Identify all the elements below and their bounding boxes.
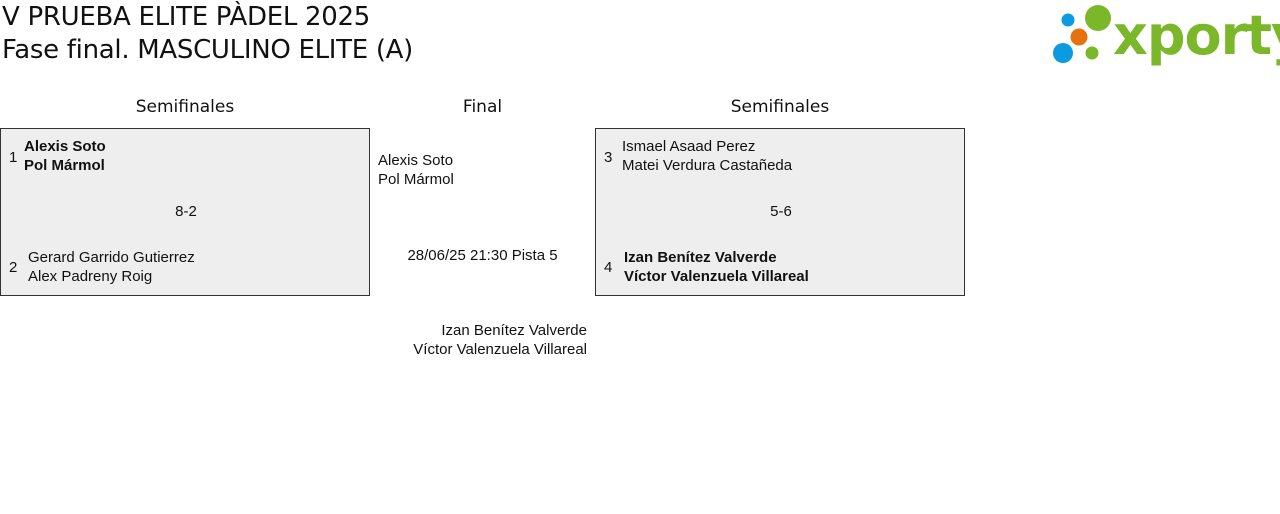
final-team-2-player: Izan Benítez Valverde — [441, 322, 587, 339]
player-name: Alexis Soto — [24, 138, 106, 155]
player-name: Ismael Asaad Perez — [622, 138, 756, 155]
page-title: V PRUEBA ELITE PÀDEL 2025 — [2, 2, 370, 32]
round-header-final: Final — [462, 97, 503, 117]
player-name: Pol Mármol — [24, 157, 105, 174]
page-subtitle: Fase final. MASCULINO ELITE (A) — [2, 35, 414, 65]
dots-logo-icon — [1053, 5, 1111, 63]
final-team-2-player: Víctor Valenzuela Villareal — [413, 341, 587, 358]
brand-wordmark: xporty — [1113, 4, 1280, 67]
seed-number: 2 — [9, 259, 18, 276]
match-score: 5-6 — [770, 203, 792, 220]
player-name: Alex Padreny Roig — [28, 268, 153, 285]
seed-number: 3 — [604, 149, 613, 166]
final-team-1-player: Pol Mármol — [378, 171, 454, 188]
seed-number: 4 — [604, 259, 613, 276]
match-schedule: 28/06/25 21:30 Pista 5 — [407, 247, 558, 264]
player-name: Izan Benítez Valverde — [624, 249, 777, 266]
match-score: 8-2 — [175, 203, 197, 220]
final-team-1-player: Alexis Soto — [378, 152, 454, 169]
player-name: Gerard Garrido Gutierrez — [28, 249, 195, 266]
player-name: Víctor Valenzuela Villareal — [624, 268, 809, 285]
player-name: Matei Verdura Castañeda — [622, 157, 793, 174]
round-header-right: Semifinales — [730, 97, 830, 117]
seed-number: 1 — [9, 149, 18, 166]
semifinal-left-box[interactable]: 1 Alexis Soto Pol Mármol 8-2 2 Gerard Ga… — [0, 128, 370, 296]
semifinal-right-box[interactable]: 3 Ismael Asaad Perez Matei Verdura Casta… — [595, 128, 965, 296]
round-header-left: Semifinales — [135, 97, 235, 117]
